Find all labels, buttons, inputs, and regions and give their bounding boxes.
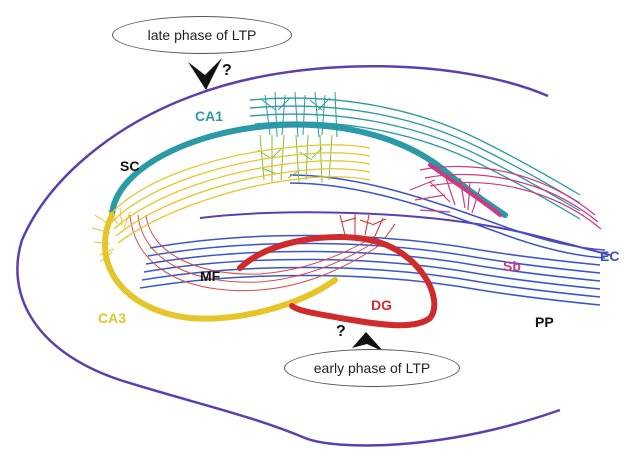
late-phase-arrowhead: [188, 58, 222, 90]
ca1-basal-dendrites: [257, 134, 333, 184]
sb-label: Sb: [503, 258, 521, 274]
dg-dendrites: [339, 213, 396, 239]
hippocampus-outline: [16, 65, 561, 447]
sc-label: SC: [120, 158, 140, 174]
ca1-dendrites: [261, 91, 338, 138]
mossy-fibers: [129, 214, 381, 292]
late-phase-callout: late phase of LTP: [112, 16, 292, 54]
dg-granule-layer-lower: [289, 237, 438, 329]
dg-granule-layer-upper: [237, 234, 373, 271]
schaffer-collaterals: [109, 144, 371, 244]
late-phase-question-mark: ?: [222, 62, 232, 79]
ec-label: EC: [600, 248, 620, 264]
early-phase-question-mark: ?: [336, 323, 346, 340]
subiculum-layer: [428, 163, 502, 217]
early-phase-callout: early phase of LTP: [284, 349, 460, 387]
pp-label: PP: [535, 314, 554, 330]
ca1-alveus-fibers: [249, 97, 581, 220]
ca3-pyramidal-layer: [101, 212, 338, 322]
perforant-path-fibers: [139, 174, 606, 306]
dg-label: DG: [371, 297, 392, 313]
ca3-dendrites: [91, 207, 131, 263]
mf-label: MF: [200, 268, 221, 284]
early-phase-arrowhead: [352, 332, 384, 352]
ca1-label: CA1: [195, 108, 224, 124]
ca3-label: CA3: [98, 310, 127, 326]
